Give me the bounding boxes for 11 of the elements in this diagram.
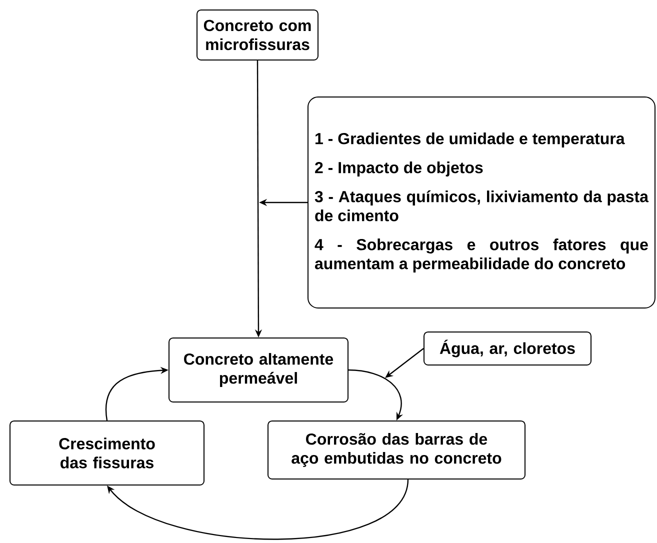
process-box: Concreto com microfissuras	[196, 10, 318, 60]
list-item: 1 - Gradientes de umidade e temperatura	[316, 132, 625, 148]
list-item: 4 - Sobrecargas e outros fatores que aumentam a permeabilidade do concreto	[314, 238, 648, 272]
list-item: 3 - Ataques químicos, lixiviamento da pasta de cimento	[314, 190, 649, 222]
note-box	[308, 96, 656, 308]
arrow	[107, 479, 409, 540]
process-box: Crescimento das fissuras	[10, 420, 204, 486]
process-box: Concreto altamente permeável	[168, 338, 348, 402]
input-box: Água, ar, cloretos	[424, 331, 592, 366]
process-box: Corrosão das barras de aço embutidas no concreto	[268, 420, 526, 480]
list-item: 2 - Impacto de objetos	[315, 162, 483, 176]
